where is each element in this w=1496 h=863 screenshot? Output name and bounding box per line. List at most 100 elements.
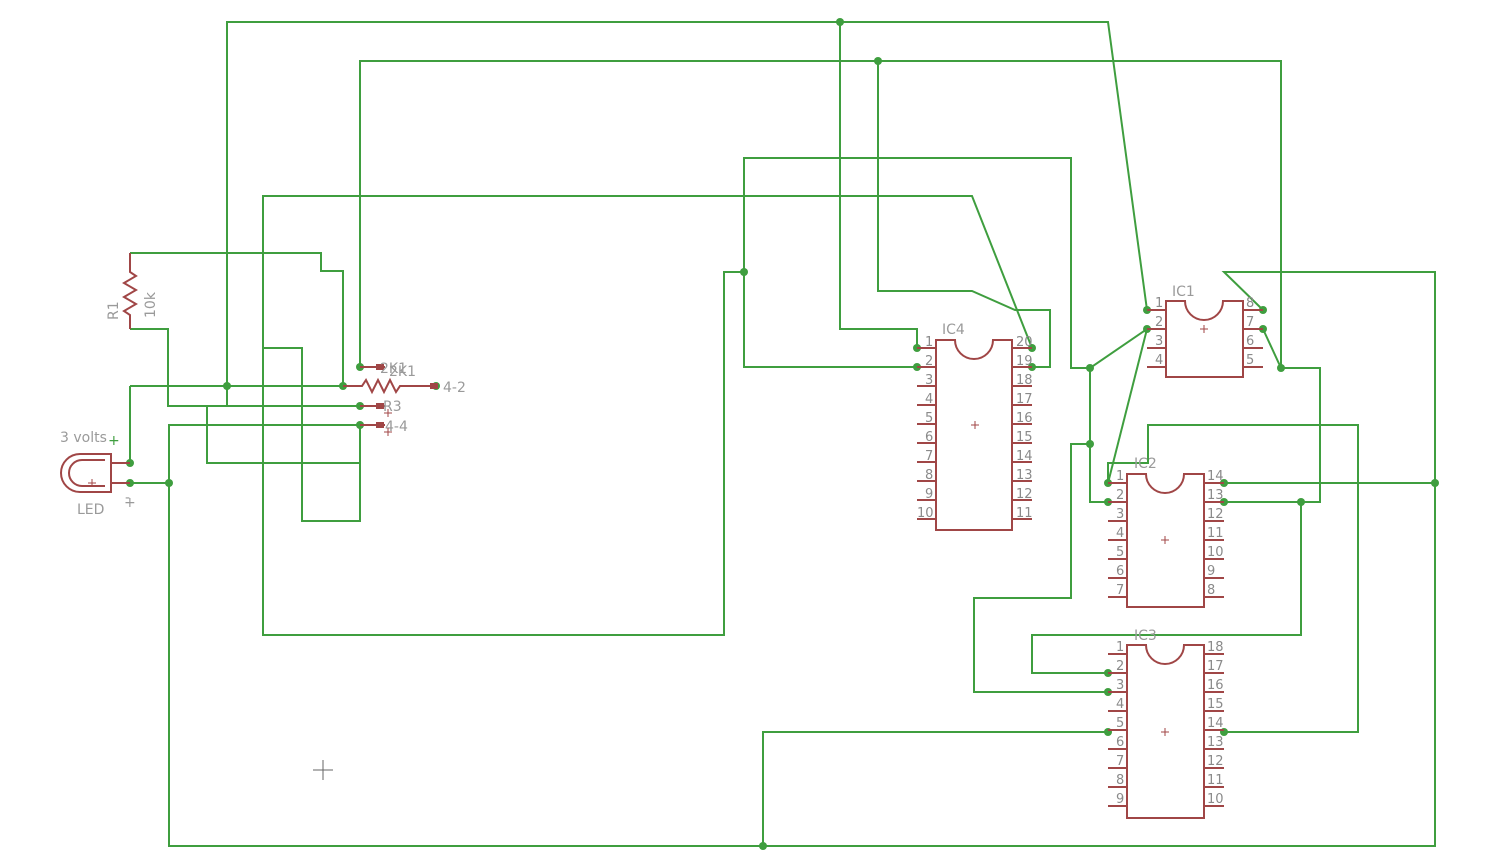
rnet-pad: [376, 422, 384, 428]
pin-number: 9: [1116, 792, 1124, 807]
net-wire[interactable]: [226, 21, 1148, 386]
net-wire[interactable]: [130, 328, 360, 407]
ic1-name: IC1: [1172, 284, 1195, 300]
pin-number: 4: [925, 392, 933, 407]
ic3-name: IC3: [1134, 628, 1157, 644]
net-wire[interactable]: [839, 22, 918, 348]
pin-number: 5: [1116, 716, 1124, 731]
net-wire[interactable]: [301, 386, 361, 522]
net-wire[interactable]: [130, 252, 344, 386]
led-minus-label: -: [125, 490, 130, 506]
ic4-body: [935, 339, 1013, 531]
pin-number: 3: [1116, 507, 1124, 522]
rnet-label-d: 4-2: [443, 380, 466, 396]
ic3-chip[interactable]: IC3 1 2 3 4 5 6 7 8 9 18 17 16 15: [1108, 628, 1224, 819]
net-wire[interactable]: [877, 61, 1051, 368]
wires: [129, 21, 1436, 847]
junctions: [126, 18, 1439, 850]
pin-number: 20: [1016, 335, 1033, 350]
resistor-network[interactable]: 2K1 2K1 R3 4-4 4-2: [343, 361, 466, 436]
net-wire[interactable]: [262, 271, 744, 636]
pin-number: 1: [1155, 296, 1163, 311]
pin-number: 12: [1016, 487, 1033, 502]
rnet-label-c: 4-4: [385, 419, 408, 435]
pin-number: 1: [1116, 469, 1124, 484]
pin-number: 18: [1016, 373, 1033, 388]
pin-number: 1: [925, 335, 933, 350]
rnet-zigzag: [343, 377, 436, 395]
ic1-pins: [1147, 309, 1263, 368]
net-wire[interactable]: [262, 195, 1033, 386]
pin-number: 11: [1207, 773, 1224, 788]
rnet-pad: [376, 403, 384, 409]
pin-number: 13: [1207, 488, 1224, 503]
ic4-right-pin-numbers: 20 19 18 17 16 15 14 13 12 11: [1016, 335, 1033, 521]
resistor-r1[interactable]: R1 10k: [106, 253, 159, 329]
pin-number: 11: [1016, 506, 1033, 521]
pin-number: 5: [925, 411, 933, 426]
pin-number: 5: [1116, 545, 1124, 560]
net-wire[interactable]: [263, 347, 303, 386]
resistor-r1-name: R1: [106, 301, 122, 320]
ic3-body: [1126, 644, 1205, 819]
ic2-pin-numbers: 1 2 3 4 5 6 7 14 13 12 11 10 9 8: [1116, 469, 1224, 598]
pin-number: 12: [1207, 507, 1224, 522]
pin-number: 15: [1016, 430, 1033, 445]
net-wire[interactable]: [168, 424, 360, 483]
pin-number: 6: [1246, 334, 1254, 349]
ic2-pins: [1108, 482, 1224, 598]
ic4-chip[interactable]: IC4 1 2 3 4 5 6 7 8 9 10 20: [917, 322, 1033, 531]
led[interactable]: 3 volts + LED - +: [60, 430, 136, 518]
resistor-r1-value: 10k: [143, 291, 159, 318]
pin-number: 2: [1116, 659, 1124, 674]
pin-number: 14: [1207, 716, 1224, 731]
led-plus-label-2: +: [124, 495, 136, 511]
pin-number: 10: [917, 506, 934, 521]
pin-number: 2: [925, 354, 933, 369]
pin-number: 4: [1155, 353, 1163, 368]
net-wire[interactable]: [762, 731, 1108, 846]
net-wire[interactable]: [973, 443, 1108, 693]
net-wire[interactable]: [1107, 424, 1359, 733]
pin-number: 8: [1116, 773, 1124, 788]
net-wire[interactable]: [1224, 328, 1321, 503]
rnet-label-a-overlap: 2K1: [389, 364, 416, 380]
ic3-pins: [1108, 653, 1224, 807]
junction-dot: [165, 479, 173, 487]
ic4-name: IC4: [942, 322, 965, 338]
pin-number: 6: [1116, 735, 1124, 750]
pin-number: 17: [1207, 659, 1224, 674]
pin-number: 2: [1155, 315, 1163, 330]
pin-number: 7: [1246, 315, 1254, 330]
pin-number: 10: [1207, 792, 1224, 807]
pin-number: 9: [1207, 564, 1215, 579]
pin-number: 16: [1016, 411, 1033, 426]
pin-number: 1: [1116, 640, 1124, 655]
net-wire[interactable]: [130, 271, 1436, 847]
pin-number: 12: [1207, 754, 1224, 769]
rnet-pad: [376, 364, 384, 370]
ic1-chip[interactable]: IC1 1 2 3 4 8 7 6 5: [1147, 284, 1263, 378]
net-wire[interactable]: [1031, 502, 1302, 674]
pin-number: 8: [925, 468, 933, 483]
net-wire[interactable]: [1107, 328, 1148, 484]
pin-number: 3: [1155, 334, 1163, 349]
pin-number: 13: [1016, 468, 1033, 483]
net-wire[interactable]: [206, 406, 361, 464]
pin-number: 3: [1116, 678, 1124, 693]
net-wire[interactable]: [1089, 328, 1148, 444]
ic2-chip[interactable]: IC2 1 2 3 4 5 6 7 14 13 12 11 10 9 8: [1108, 456, 1224, 608]
pin-number: 14: [1016, 449, 1033, 464]
pin-number: 8: [1246, 296, 1254, 311]
ic1-body: [1165, 300, 1244, 378]
pin-number: 4: [1116, 526, 1124, 541]
pin-number: 14: [1207, 469, 1224, 484]
ic4-left-pins: [917, 347, 936, 520]
net-wire[interactable]: [359, 60, 1282, 368]
pin-number: 19: [1016, 354, 1033, 369]
net-wire[interactable]: [1089, 444, 1108, 503]
net-wire[interactable]: [743, 272, 917, 368]
pin-number: 13: [1207, 735, 1224, 750]
rnet-pad: [430, 383, 438, 389]
